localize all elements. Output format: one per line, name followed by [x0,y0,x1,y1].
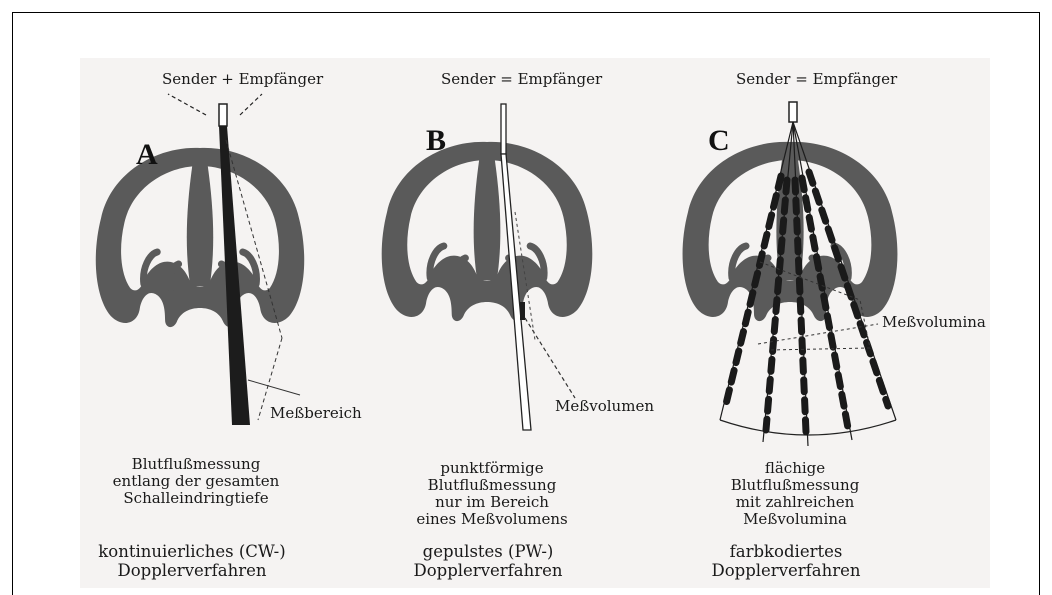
panel-c-letter: C [708,124,730,158]
annotation-messbereich: Meßbereich [270,404,362,422]
panel-c-mode: farbkodiertes Dopplerverfahren [711,542,860,580]
caption-line: flächige [731,460,860,477]
panel-c-header: Sender = Empfänger [736,70,897,88]
mode-line: farbkodiertes [711,542,860,561]
panel-b-letter: B [426,124,446,158]
caption-line: entlang der gesamten [113,473,280,490]
annotation-messvolumina: Meßvolumina [882,313,986,331]
caption-line: nur im Bereich [416,494,567,511]
panel-c-caption: flächige Blutflußmessung mit zahlreichen… [731,460,860,528]
caption-line: Blutflußmessung [113,456,280,473]
mode-line: Dopplerverfahren [711,561,860,580]
mode-line: gepulstes (PW-) [413,542,562,561]
caption-line: eines Meßvolumens [416,511,567,528]
caption-line: Meßvolumina [731,511,860,528]
caption-line: Schalleindringtiefe [113,490,280,507]
caption-line: Blutflußmessung [416,477,567,494]
panel-a-mode: kontinuierliches (CW-) Dopplerverfahren [98,542,285,580]
mode-line: kontinuierliches (CW-) [98,542,285,561]
panel-a-caption: Blutflußmessung entlang der gesamten Sch… [113,456,280,507]
heart-c [683,142,898,321]
mode-line: Dopplerverfahren [98,561,285,580]
panel-b-header: Sender = Empfänger [441,70,602,88]
heart-b [382,142,593,321]
heart-a [96,148,304,327]
panel-a-header: Sender + Empfänger [162,70,323,88]
mode-line: Dopplerverfahren [413,561,562,580]
annotation-messvolumen: Meßvolumen [555,397,654,415]
panel-b-mode: gepulstes (PW-) Dopplerverfahren [413,542,562,580]
panel-b-caption: punktförmige Blutflußmessung nur im Bere… [416,460,567,528]
caption-line: mit zahlreichen [731,494,860,511]
panel-a-letter: A [136,138,158,172]
caption-line: punktförmige [416,460,567,477]
caption-line: Blutflußmessung [731,477,860,494]
